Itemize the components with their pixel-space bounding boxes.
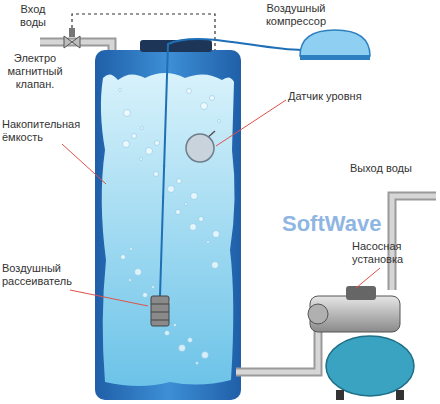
bubble — [129, 279, 132, 282]
air-hose — [160, 39, 302, 296]
label-holder: Насосная установка — [352, 240, 436, 266]
bubble — [185, 203, 188, 206]
bubble — [199, 217, 204, 222]
bubble — [213, 231, 220, 238]
bubble — [141, 127, 144, 130]
bubble — [190, 224, 197, 231]
bubble — [187, 89, 192, 94]
label-holder: Электро магнитный клапан. — [2, 52, 68, 91]
bubble — [177, 179, 182, 184]
bubble — [165, 331, 170, 336]
bubble — [207, 241, 210, 244]
pump-label: Насосная установка — [352, 240, 436, 266]
solenoid-valve — [64, 28, 80, 48]
tank-label: Накопительная ёмкость — [2, 118, 92, 144]
bubble — [179, 345, 186, 352]
air-compressor — [300, 30, 370, 60]
label-holder: Вход воды — [10, 3, 56, 29]
bubble — [201, 103, 208, 110]
bubble — [210, 96, 215, 101]
bubble — [132, 134, 137, 139]
bubble — [154, 172, 159, 177]
water — [101, 73, 235, 386]
diffuser-label: Воздушный рассеиватель — [2, 262, 92, 288]
bubble — [130, 248, 133, 251]
bubble — [123, 141, 130, 148]
label-holder: Выход воды — [350, 162, 436, 175]
label-holder: Накопительная ёмкость — [2, 118, 92, 144]
bubble — [146, 148, 153, 155]
label-holder: Датчик уровня — [288, 90, 398, 103]
bubble — [152, 286, 155, 289]
label-holder: Воздушный компрессор — [248, 2, 344, 28]
bubble — [218, 120, 221, 123]
leader-lines — [62, 100, 380, 306]
bubble — [140, 158, 143, 161]
watermark: SoftWave — [282, 212, 412, 236]
air-bubbles — [119, 89, 221, 365]
bubble — [212, 262, 219, 269]
bubble — [176, 210, 181, 215]
air-diffuser — [151, 296, 169, 326]
sensor-label: Датчик уровня — [288, 90, 398, 103]
bubble — [196, 362, 199, 365]
inlet-label: Вход воды — [10, 3, 56, 29]
bubble — [121, 255, 126, 260]
bubble — [135, 269, 142, 276]
compressor-label: Воздушный компрессор — [248, 2, 344, 28]
outlet-label: Выход воды — [350, 162, 436, 175]
bubble — [119, 89, 122, 92]
bubble — [191, 193, 198, 200]
valve-label: Электро магнитный клапан. — [2, 52, 68, 91]
bubble — [174, 324, 177, 327]
bubble — [202, 352, 209, 359]
bubble — [188, 338, 193, 343]
label-holder: Воздушный рассеиватель — [2, 262, 92, 288]
bubble — [168, 186, 175, 193]
pump-station — [308, 286, 414, 400]
label-holder: SoftWave — [282, 212, 412, 236]
bubble — [124, 110, 131, 117]
outlet-pipe-shine — [236, 330, 318, 372]
outlet-pipe — [236, 330, 318, 372]
storage-tank — [95, 50, 241, 400]
bubble — [143, 293, 148, 298]
level-sensor — [186, 131, 215, 162]
bubble — [155, 141, 160, 146]
